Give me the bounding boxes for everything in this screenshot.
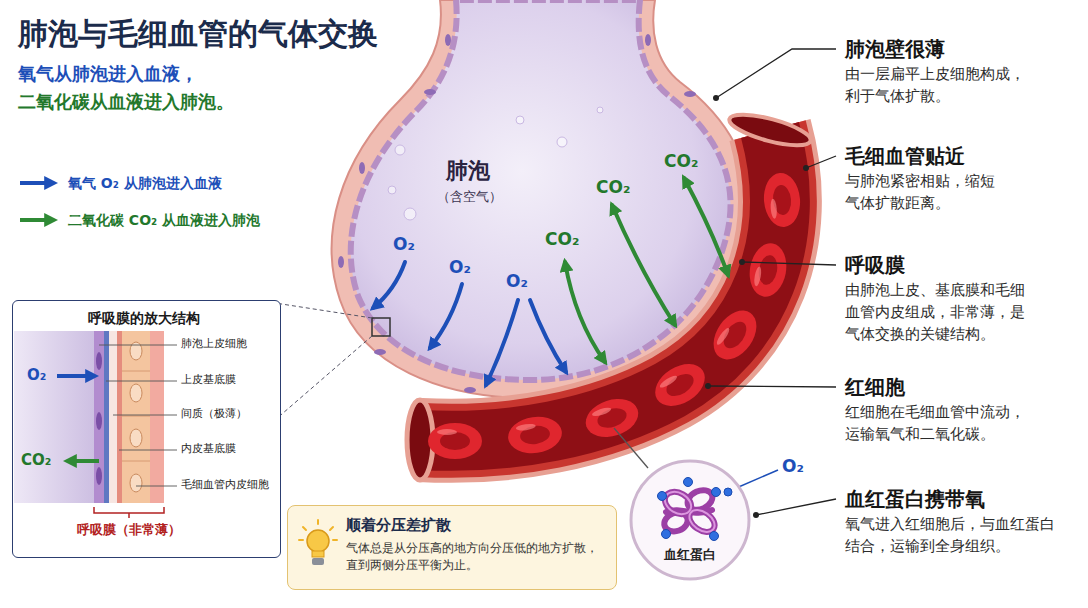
part-name: 内皮基底膜 [181,442,236,457]
gas-label: CO₂ [596,176,630,199]
callout-heading: 毛细血管贴近 [845,143,965,170]
leader-dots [705,95,809,518]
legend-text: 氧气 O₂ 从肺泡进入血液 [68,174,222,193]
gas-label: CO₂ [664,150,698,173]
red-blood-cells [428,172,802,459]
zoom-guide [275,336,372,420]
part-name: 毛细血管内皮细胞 [181,478,269,493]
part-name: 上皮基底膜 [181,373,236,388]
inset-panel: 呼吸膜的放大结构 O₂ CO₂ 肺泡上皮细胞上皮基底膜间质（极薄） 内皮基底膜毛细血管内… [12,300,281,558]
callout-heading: 血红蛋白携带氧 [845,486,985,513]
leader-line [734,470,778,489]
zoom-guide [275,303,372,318]
callout-heading: 肺泡壁很薄 [845,36,945,63]
zoom-square [372,318,390,336]
legend-arrow [20,218,54,222]
zoom-circle: 血红蛋白 [628,458,752,582]
callout-body: 由肺泡上皮、基底膜和毛细血管内皮组成，非常薄，是气体交换的关键结构。 [845,280,1025,345]
alveolus-lumen [351,0,731,380]
legend-text: 二氧化碳 CO₂ 从血液进入肺泡 [68,211,260,230]
tip-heading: 顺着分压差扩散 [346,515,451,535]
legend-arrow [20,181,54,185]
gas-label: O₂ [393,233,415,256]
gas-label: CO₂ [545,228,579,251]
callout-body: 与肺泡紧密相贴，缩短气体扩散距离。 [845,171,995,215]
bulb-icon [298,518,338,574]
part-name: 肺泡 [446,156,490,186]
air-bubbles [388,107,603,220]
panel-heading: 呼吸膜的放大结构 [13,309,275,328]
subtitle: 二氧化碳从血液进入肺泡。 [18,90,234,114]
tip-box: 顺着分压差扩散气体总是从分压高的地方向分压低的地方扩散，直到两侧分压平衡为止。 [287,505,617,590]
part-name: 肺泡上皮细胞 [181,337,247,352]
tip-body: 气体总是从分压高的地方向分压低的地方扩散，直到两侧分压平衡为止。 [346,540,608,575]
gas-label: O₂ [27,365,46,385]
bracket-label: 呼吸膜（非常薄） [59,521,199,539]
gas-arrows [373,178,728,385]
zoom-line [614,428,648,468]
part-note: （含空气） [437,188,502,206]
gas-label: CO₂ [21,450,51,470]
subtitle: 氧气从肺泡进入血液， [18,62,198,86]
capillary [407,109,813,480]
zoom-circle-shape [628,458,752,582]
gas-label: O₂ [449,256,471,279]
callout-heading: 红细胞 [845,374,905,401]
title: 肺泡与毛细血管的气体交换 [18,14,378,55]
callout-heading: 呼吸膜 [845,252,905,279]
part-name: 血红蛋白 [628,546,752,564]
callout-body: 氧气进入红细胞后，与血红蛋白结合，运输到全身组织。 [845,514,1055,558]
callout-leaders [708,49,836,515]
part-name: 间质（极薄） [181,407,247,422]
callout-body: 红细胞在毛细血管中流动，运输氧气和二氧化碳。 [845,402,1025,446]
callout-body: 由一层扁平上皮细胞构成，利于气体扩散。 [845,64,1025,108]
gas-label: O₂ [506,270,528,293]
gas-label: O₂ [782,455,804,478]
